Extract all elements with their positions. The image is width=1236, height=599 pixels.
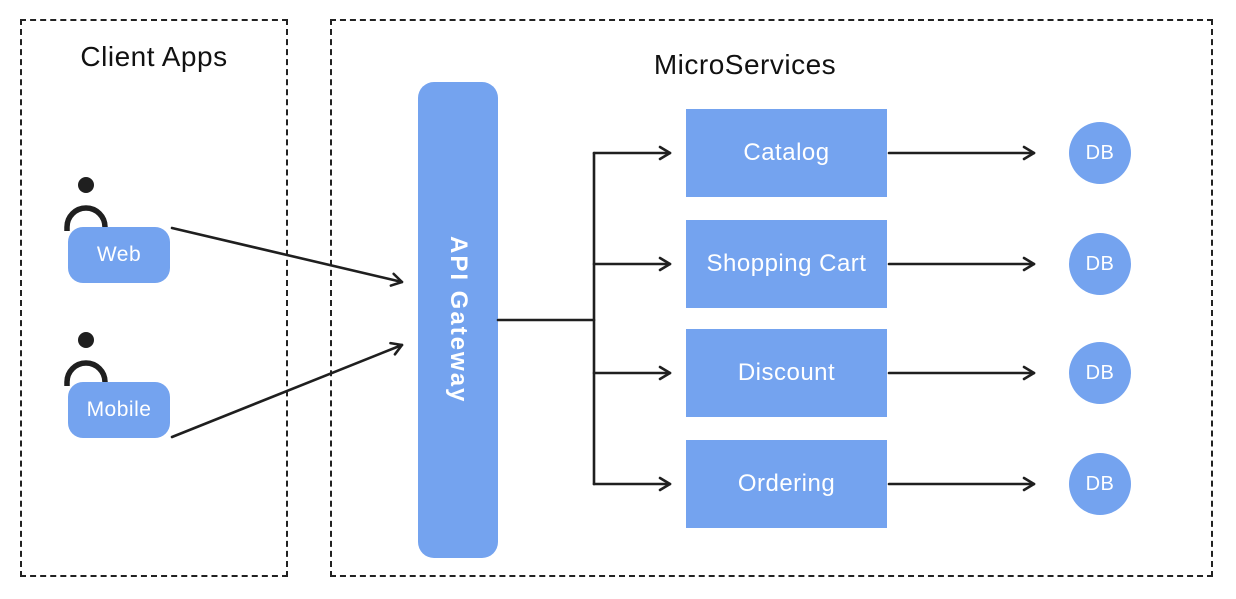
user-icon bbox=[64, 177, 108, 231]
db-node-catalog: DB bbox=[1069, 122, 1131, 184]
db-node-shopping-cart: DB bbox=[1069, 233, 1131, 295]
service-label: Shopping Cart bbox=[706, 250, 867, 277]
service-node-discount: Discount bbox=[686, 329, 887, 417]
api-gateway-label: API Gateway bbox=[445, 236, 472, 404]
db-label: DB bbox=[1085, 252, 1115, 275]
web-node: Web bbox=[68, 227, 170, 283]
microservices-box bbox=[330, 19, 1213, 577]
mobile-node-label: Mobile bbox=[86, 398, 152, 421]
microservices-title: MicroServices bbox=[653, 49, 837, 80]
service-label: Ordering bbox=[737, 470, 836, 497]
mobile-node: Mobile bbox=[68, 382, 170, 438]
service-node-ordering: Ordering bbox=[686, 440, 887, 528]
web-node-label: Web bbox=[96, 243, 142, 266]
user-icon bbox=[64, 332, 108, 386]
api-gateway-node: API Gateway bbox=[418, 82, 498, 558]
service-node-shopping-cart: Shopping Cart bbox=[686, 220, 887, 308]
client-apps-box bbox=[20, 19, 288, 577]
client-apps-title: Client Apps bbox=[80, 41, 228, 72]
service-label: Catalog bbox=[743, 139, 830, 166]
db-label: DB bbox=[1085, 472, 1115, 495]
db-label: DB bbox=[1085, 361, 1115, 384]
service-node-catalog: Catalog bbox=[686, 109, 887, 197]
service-label: Discount bbox=[737, 359, 836, 386]
db-label: DB bbox=[1085, 141, 1115, 164]
db-node-discount: DB bbox=[1069, 342, 1131, 404]
db-node-ordering: DB bbox=[1069, 453, 1131, 515]
